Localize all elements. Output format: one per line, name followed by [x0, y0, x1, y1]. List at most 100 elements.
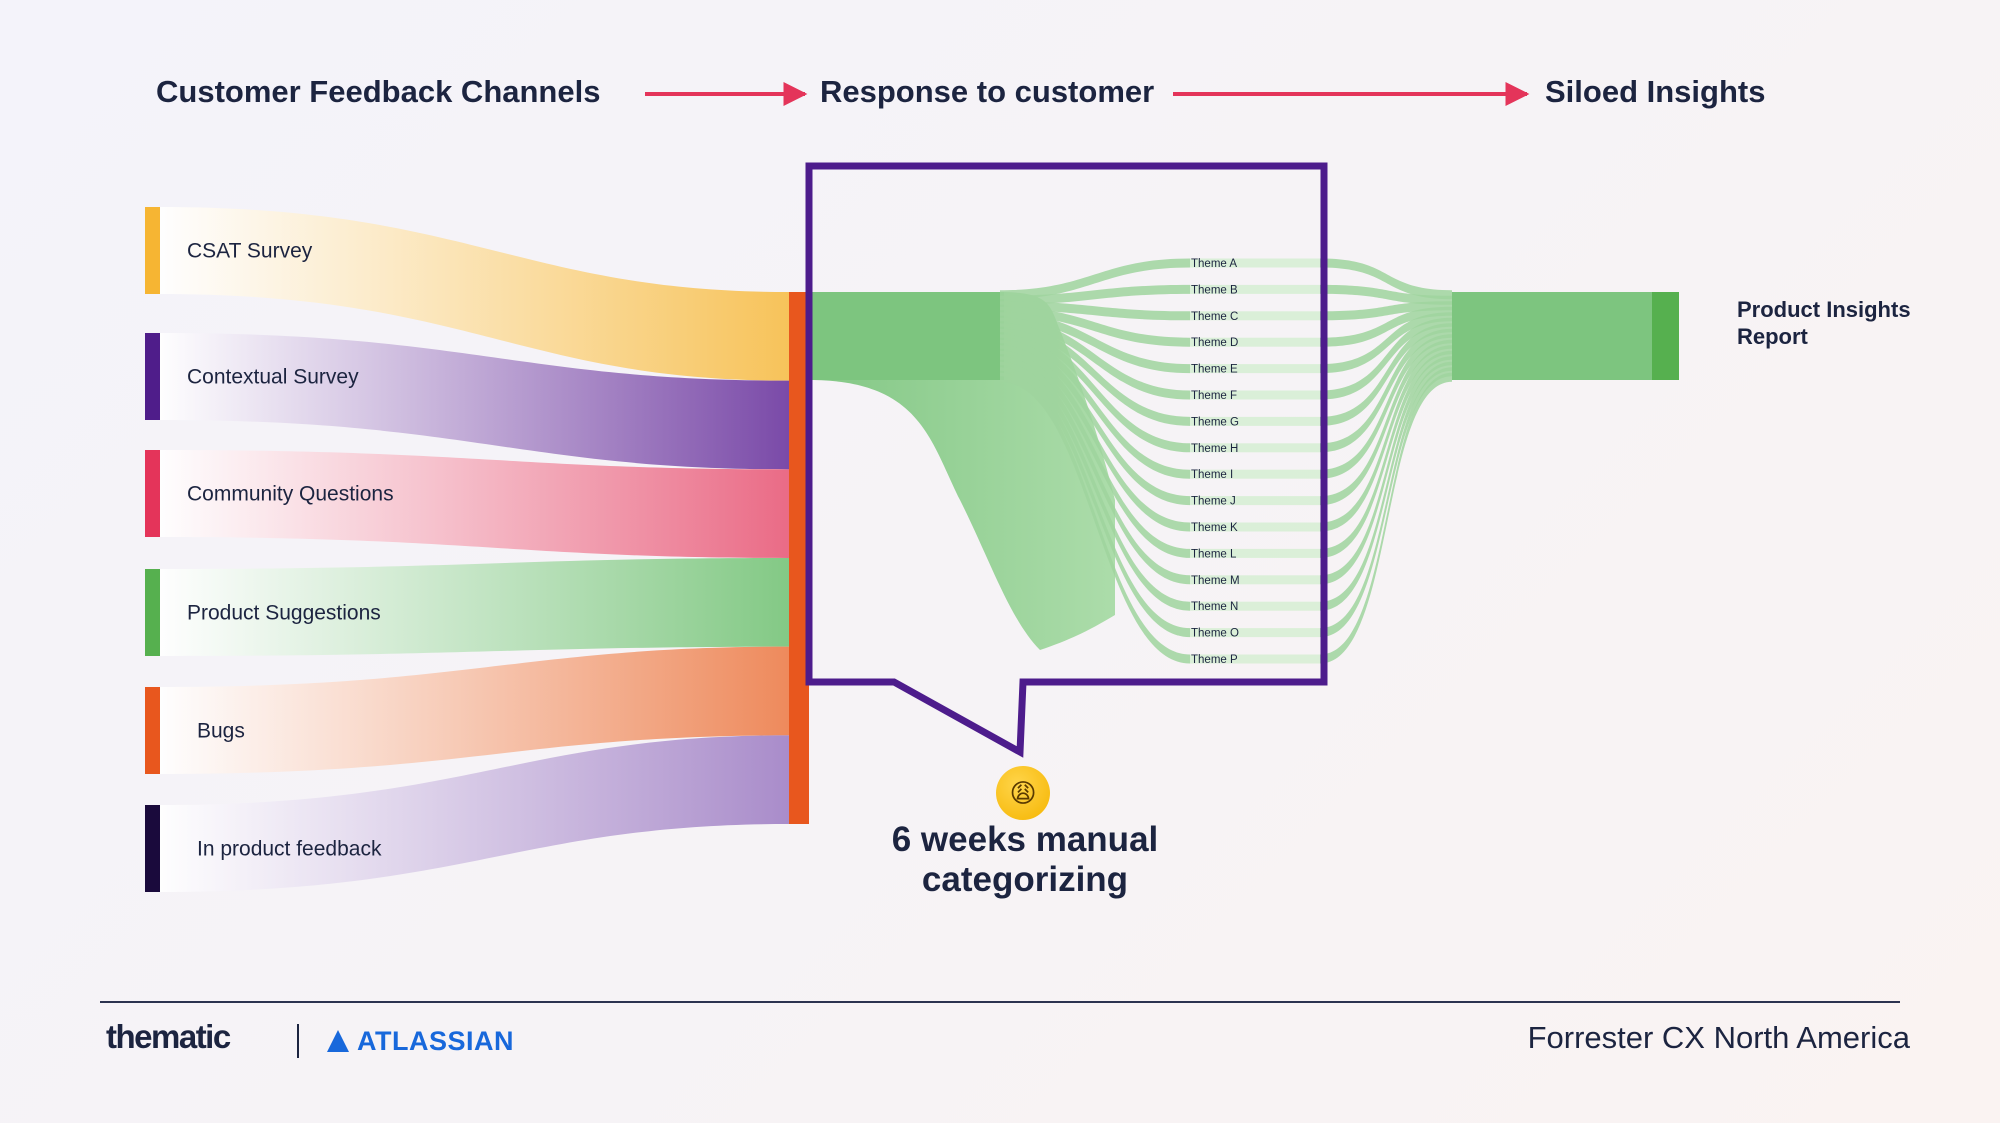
- channel-label-2: Community Questions: [187, 483, 394, 506]
- theme-flow-in-4: [1000, 312, 1190, 374]
- channel-label-3: Product Suggestions: [187, 602, 381, 625]
- theme-connector-8: [1190, 469, 1320, 479]
- theme-label-0: Theme A: [1191, 258, 1237, 270]
- theme-flow-in-1: [1000, 284, 1190, 305]
- footer-divider: [100, 1001, 1900, 1003]
- theme-flow-in-15: [1000, 372, 1190, 664]
- channel-bar-5: [145, 805, 160, 892]
- theme-connector-2: [1190, 311, 1320, 321]
- channel-bar-4: [145, 687, 160, 774]
- theme-label-14: Theme O: [1191, 628, 1239, 640]
- channel-bar-2: [145, 450, 160, 537]
- theme-label-10: Theme K: [1191, 522, 1238, 534]
- theme-label-2: Theme C: [1191, 311, 1238, 323]
- theme-flow-in-12: [1000, 356, 1190, 585]
- channel-label-1: Contextual Survey: [187, 366, 359, 389]
- weary-face-icon: 😩: [996, 766, 1050, 820]
- theme-fan-left: [1000, 258, 1320, 664]
- theme-flow-in-13: [1000, 361, 1190, 611]
- channel-bar-3: [145, 569, 160, 656]
- atlassian-logo: ATLASSIAN: [327, 1026, 514, 1057]
- theme-label-4: Theme E: [1191, 364, 1238, 376]
- theme-connector-6: [1190, 416, 1320, 426]
- report-bar: [1652, 292, 1679, 380]
- theme-flow-out-4: [1320, 312, 1452, 374]
- theme-flow-out-3: [1320, 306, 1452, 347]
- theme-flow-in-0: [1000, 258, 1190, 300]
- theme-flow-in-11: [1000, 350, 1190, 558]
- theme-flow-in-9: [1000, 339, 1190, 506]
- theme-connector-4: [1190, 364, 1320, 374]
- theme-flow-out-12: [1320, 356, 1452, 585]
- event-name: Forrester CX North America: [1527, 1020, 1910, 1055]
- theme-flow-in-5: [1000, 317, 1190, 400]
- theme-label-7: Theme H: [1191, 443, 1238, 455]
- report-flow-bar: [1452, 292, 1652, 380]
- theme-flow-out-9: [1320, 339, 1452, 506]
- theme-flow-in-6: [1000, 323, 1190, 426]
- thematic-logo: thematic: [106, 1018, 231, 1055]
- theme-label-15: Theme P: [1191, 654, 1238, 666]
- theme-flow-out-10: [1320, 345, 1452, 532]
- theme-connector-14: [1190, 628, 1320, 638]
- theme-flow-out-1: [1320, 284, 1452, 305]
- channel-label-5: In product feedback: [197, 838, 382, 861]
- theme-connector-9: [1190, 496, 1320, 506]
- channel-bar-0: [145, 207, 160, 294]
- channel-label-0: CSAT Survey: [187, 240, 313, 263]
- merge-bar: [789, 292, 809, 824]
- theme-label-6: Theme G: [1191, 416, 1239, 428]
- theme-connector-0: [1190, 258, 1320, 268]
- theme-label-5: Theme F: [1191, 390, 1237, 402]
- theme-label-8: Theme I: [1191, 469, 1233, 481]
- theme-flow-in-3: [1000, 306, 1190, 347]
- stage-label-response: Response to customer: [820, 74, 1155, 109]
- logo-separator: [297, 1024, 299, 1058]
- theme-label-1: Theme B: [1191, 284, 1238, 296]
- stage-label-feedback-channels: Customer Feedback Channels: [156, 74, 601, 109]
- theme-flow-out-2: [1320, 301, 1452, 321]
- channel-flow-5: [160, 735, 789, 892]
- theme-flow-out-6: [1320, 323, 1452, 426]
- theme-label-11: Theme L: [1191, 548, 1237, 560]
- theme-label-3: Theme D: [1191, 337, 1238, 349]
- atlassian-mark-icon: [327, 1030, 349, 1052]
- theme-connector-7: [1190, 443, 1320, 453]
- theme-flow-out-5: [1320, 317, 1452, 400]
- theme-connector-3: [1190, 337, 1320, 347]
- theme-label-9: Theme J: [1191, 496, 1236, 508]
- theme-connector-12: [1190, 575, 1320, 585]
- theme-labels: Theme A Theme B Theme C Theme D Theme E Theme…: [1191, 258, 1240, 666]
- theme-fan-right: [1320, 258, 1452, 664]
- channel-bar-1: [145, 333, 160, 420]
- theme-connector-15: [1190, 654, 1320, 664]
- theme-label-12: Theme M: [1191, 575, 1240, 587]
- theme-flow-out-8: [1320, 334, 1452, 479]
- manual-categorizing-callout: 6 weeks manual categorizing: [891, 820, 1159, 899]
- theme-flow-in-8: [1000, 334, 1190, 479]
- channel-flow-2: [160, 450, 789, 558]
- theme-flow-out-0: [1320, 258, 1452, 300]
- callout-bubble: [805, 162, 1328, 758]
- channel-flows: [160, 207, 789, 892]
- theme-flow-out-7: [1320, 328, 1452, 453]
- channel-label-4: Bugs: [197, 720, 245, 743]
- channel-flow-4: [160, 646, 789, 774]
- theme-flow-in-10: [1000, 345, 1190, 532]
- theme-flow-in-7: [1000, 328, 1190, 453]
- product-insights-report-label: Product Insights Report: [1737, 297, 1911, 349]
- theme-connector-5: [1190, 390, 1320, 400]
- channel-bars: [145, 207, 160, 892]
- theme-connector-1: [1190, 284, 1320, 294]
- theme-flow-in-2: [1000, 301, 1190, 321]
- theme-connector-10: [1190, 522, 1320, 532]
- main-flow-bar: [809, 292, 1004, 380]
- theme-connector-11: [1190, 548, 1320, 558]
- stage-label-siloed-insights: Siloed Insights: [1545, 74, 1766, 109]
- theme-flow-out-11: [1320, 350, 1452, 558]
- theme-flow-in-14: [1000, 367, 1190, 638]
- theme-connector-13: [1190, 601, 1320, 611]
- theme-label-13: Theme N: [1191, 601, 1238, 613]
